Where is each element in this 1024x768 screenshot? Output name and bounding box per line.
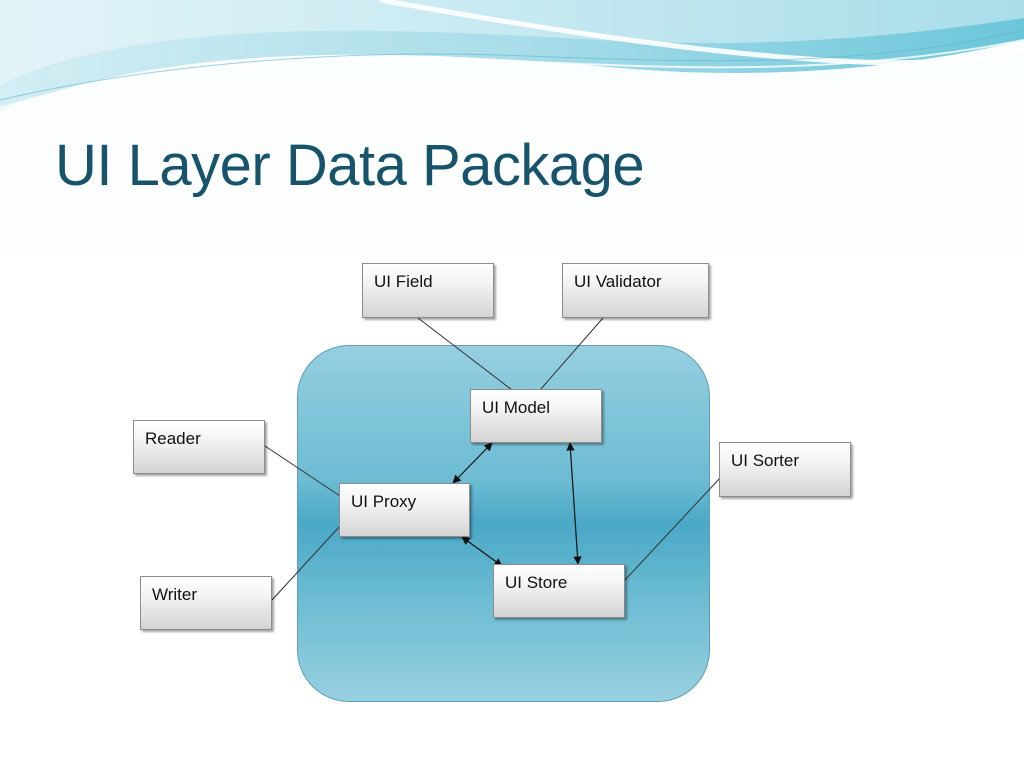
header-wave-decoration — [0, 0, 1024, 110]
node-writer-label: Writer — [152, 585, 198, 604]
node-reader: Reader — [133, 420, 265, 474]
node-ui-model: UI Model — [470, 389, 602, 443]
node-writer: Writer — [140, 576, 272, 630]
arrow-ui-model-ui-store — [566, 442, 582, 565]
line-writer-to-ui-proxy — [271, 525, 341, 601]
node-ui-model-label: UI Model — [482, 398, 551, 417]
node-ui-validator: UI Validator — [562, 263, 709, 318]
node-ui-store: UI Store — [493, 564, 625, 618]
node-ui-sorter-label: UI Sorter — [731, 451, 800, 470]
arrow-ui-proxy-ui-store — [461, 536, 503, 567]
node-ui-proxy-label: UI Proxy — [351, 492, 417, 511]
line-reader-to-ui-proxy — [264, 445, 341, 497]
arrow-ui-proxy-ui-model — [452, 442, 493, 484]
node-ui-field-label: UI Field — [374, 272, 433, 291]
node-ui-store-label: UI Store — [505, 573, 568, 592]
node-ui-validator-label: UI Validator — [574, 272, 662, 291]
node-ui-field: UI Field — [362, 263, 494, 318]
node-reader-label: Reader — [145, 429, 201, 448]
node-ui-sorter: UI Sorter — [719, 442, 851, 497]
line-ui-validator-to-ui-model — [539, 317, 604, 391]
line-ui-sorter-to-ui-store — [624, 477, 721, 581]
page-title: UI Layer Data Package — [55, 133, 645, 198]
line-ui-field-to-ui-model — [417, 317, 513, 391]
node-ui-proxy: UI Proxy — [339, 483, 470, 537]
